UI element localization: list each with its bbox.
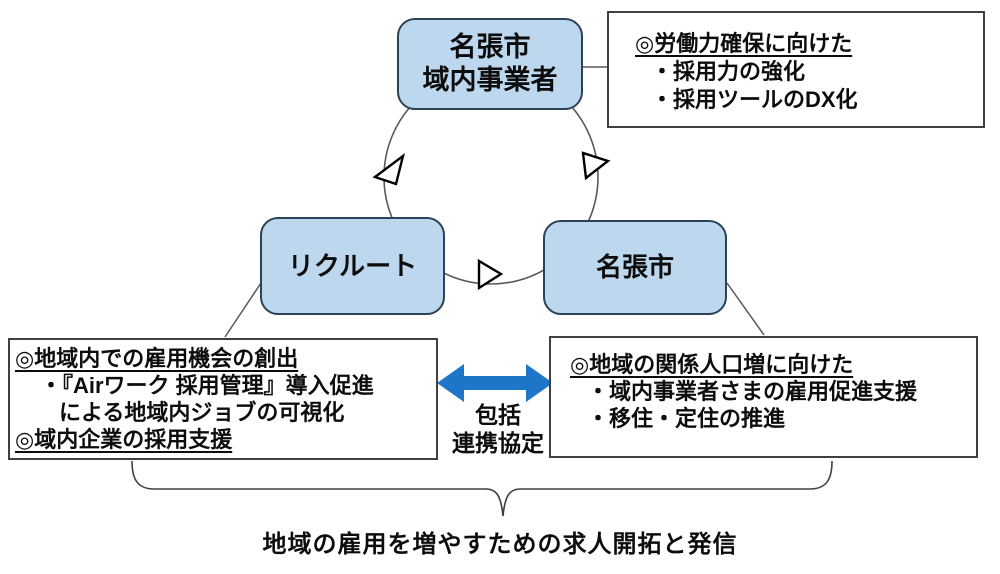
node-nabari-businesses-line1: 名張市 [449, 32, 531, 62]
connector-left-line [224, 282, 262, 338]
node-nabari-businesses-line2: 域内事業者 [422, 65, 558, 95]
node-nabari-city-label: 名張市 [595, 252, 674, 282]
callout-job-creation: ◎地域内での雇用機会の創出 ・『Airワーク 採用管理』導入促進 による地域内ジ… [8, 338, 438, 460]
callout-population-item: ・域内事業者さまの雇用促進支援 [587, 379, 918, 404]
callout-labor-force: ◎労働力確保に向けた ・採用力の強化 ・採用ツールのDX化 [607, 11, 985, 128]
partnership-label: 包括 連携協定 [418, 401, 578, 457]
callout-jobs-item1: ・『Airワーク 採用管理』導入促進 [40, 373, 374, 398]
cycle-arrowhead-bottom-icon [477, 258, 504, 291]
callout-jobs-heading2: ◎域内企業の採用支援 [15, 427, 233, 452]
node-recruit-label: リクルート [287, 250, 418, 281]
cycle-arrowhead-right-icon [581, 151, 611, 181]
callout-population: ◎地域の関係人口増に向けた ・域内事業者さまの雇用促進支援 ・移住・定住の推進 [549, 336, 978, 458]
diagram-caption: 地域の雇用を増やすための求人開拓と発信 [262, 531, 738, 558]
node-nabari-businesses: 名張市 域内事業者 [397, 18, 583, 110]
callout-labor-item: ・採用ツールのDX化 [651, 87, 858, 112]
callout-jobs-item2: による地域内ジョブの可視化 [59, 400, 345, 425]
partnership-line2: 連携協定 [452, 430, 544, 456]
brace-icon [131, 460, 833, 517]
cycle-arrowhead-left-icon [372, 153, 405, 186]
callout-population-item: ・移住・定住の推進 [587, 406, 786, 431]
callout-population-heading: ◎地域の関係人口増に向けた [570, 352, 854, 377]
callout-labor-heading: ◎労働力確保に向けた [635, 31, 853, 56]
node-recruit: リクルート [260, 217, 445, 315]
callout-jobs-heading1: ◎地域内での雇用機会の創出 [15, 346, 299, 371]
node-nabari-city: 名張市 [543, 220, 727, 315]
callout-labor-item: ・採用力の強化 [651, 59, 806, 84]
partnership-line1: 包括 [475, 402, 521, 428]
connector-right-line [726, 282, 765, 336]
double-arrow-icon [437, 364, 553, 402]
